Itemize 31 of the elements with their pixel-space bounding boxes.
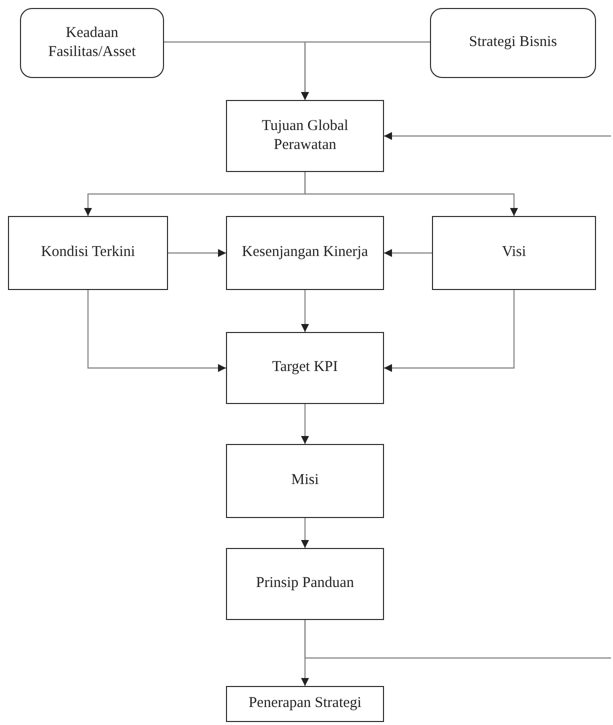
process-box	[8, 216, 168, 290]
box-label: Kesenjangan Kinerja	[242, 243, 368, 262]
arrow	[301, 404, 309, 444]
connector-line	[304, 620, 611, 659]
box-label: Tujuan Global Perawatan	[260, 116, 350, 155]
arrow	[301, 290, 309, 332]
box-label: Misi	[291, 471, 319, 490]
process-box	[226, 332, 384, 404]
box-label: Visi	[502, 243, 526, 262]
arrow	[87, 290, 226, 372]
arrow	[301, 41, 430, 100]
process-box	[226, 444, 384, 518]
process-box	[226, 548, 384, 620]
arrow	[168, 249, 226, 257]
box-label: Strategi Bisnis	[469, 33, 557, 52]
rounded-box	[20, 8, 164, 78]
arrow	[384, 132, 611, 140]
box-label: Target KPI	[272, 358, 338, 378]
process-box	[226, 216, 384, 290]
box-label: Kondisi Terkini	[40, 243, 136, 262]
arrow	[384, 290, 515, 372]
process-box	[226, 100, 384, 172]
box-label: Prinsip Panduan	[256, 574, 354, 594]
arrow	[384, 249, 432, 257]
arrow	[301, 518, 309, 548]
rounded-box	[430, 8, 596, 78]
process-box	[432, 216, 596, 290]
arrow	[304, 172, 518, 216]
process-box	[226, 686, 384, 722]
box-label: Penerapan Strategi	[248, 694, 362, 714]
box-label: Keadaan Fasilitas/Asset	[47, 24, 137, 62]
